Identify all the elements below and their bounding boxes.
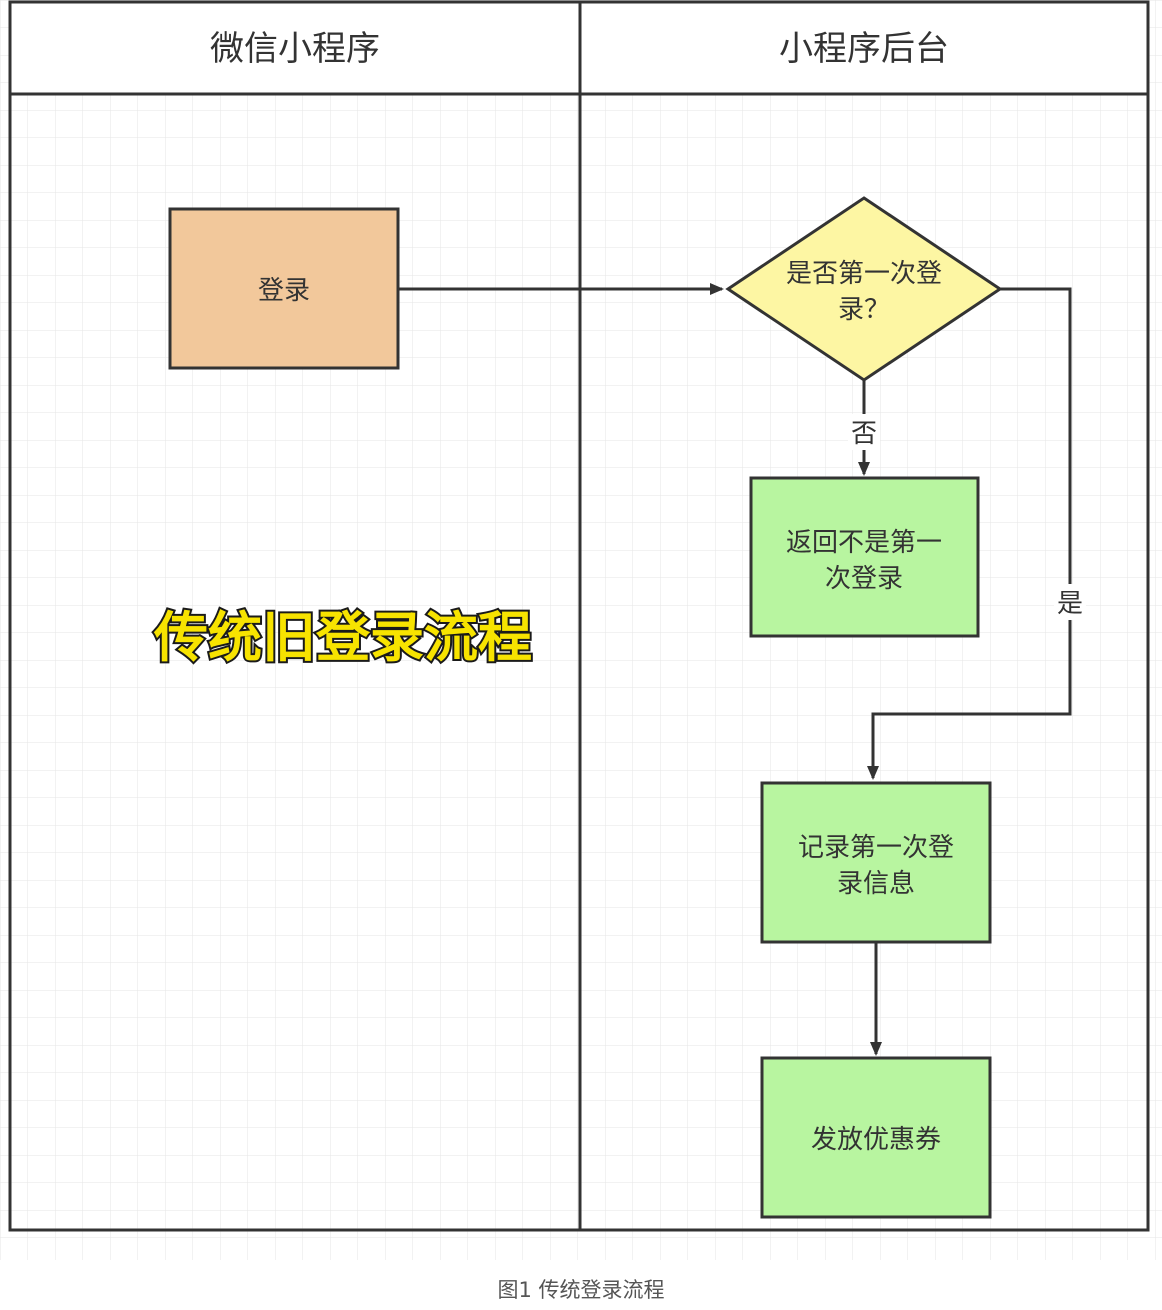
node-record-label-line2: 录信息: [837, 869, 915, 899]
edge-label-yes: 是: [1057, 589, 1083, 619]
overlay-title: 传统旧登录流程: [153, 606, 532, 669]
swimlane-flowchart: 微信小程序 小程序后台 否 是 登录 是否第一次登 录？ 返回不是第一 次登录 …: [0, 0, 1162, 1260]
node-record-label-line1: 记录第一次登: [798, 833, 954, 863]
lane-header-left: [8, 0, 582, 96]
node-decision: [725, 196, 1003, 382]
no-label-bg: [848, 414, 880, 450]
node-coupon-label: 发放优惠券: [811, 1125, 941, 1155]
node-return-not-first: [749, 476, 980, 638]
lane-title-right: 小程序后台: [779, 29, 949, 69]
lane-header-right: [578, 0, 1150, 96]
node-record-first-login: [760, 781, 992, 944]
node-login: [168, 207, 400, 370]
node-issue-coupon: [760, 1056, 992, 1219]
node-decision-label-line1: 是否第一次登: [786, 259, 942, 289]
yes-label-bg: [1054, 584, 1086, 620]
lane-title-left: 微信小程序: [210, 29, 380, 69]
figure-caption: 图1 传统登录流程: [497, 1278, 665, 1302]
node-return-label-line1: 返回不是第一: [786, 528, 942, 558]
node-decision-label-line2: 录？: [838, 295, 890, 325]
edge-decision-yes: [867, 287, 1072, 780]
edge-label-no: 否: [851, 419, 877, 449]
node-login-label: 登录: [258, 276, 310, 306]
node-return-label-line2: 次登录: [825, 564, 903, 594]
